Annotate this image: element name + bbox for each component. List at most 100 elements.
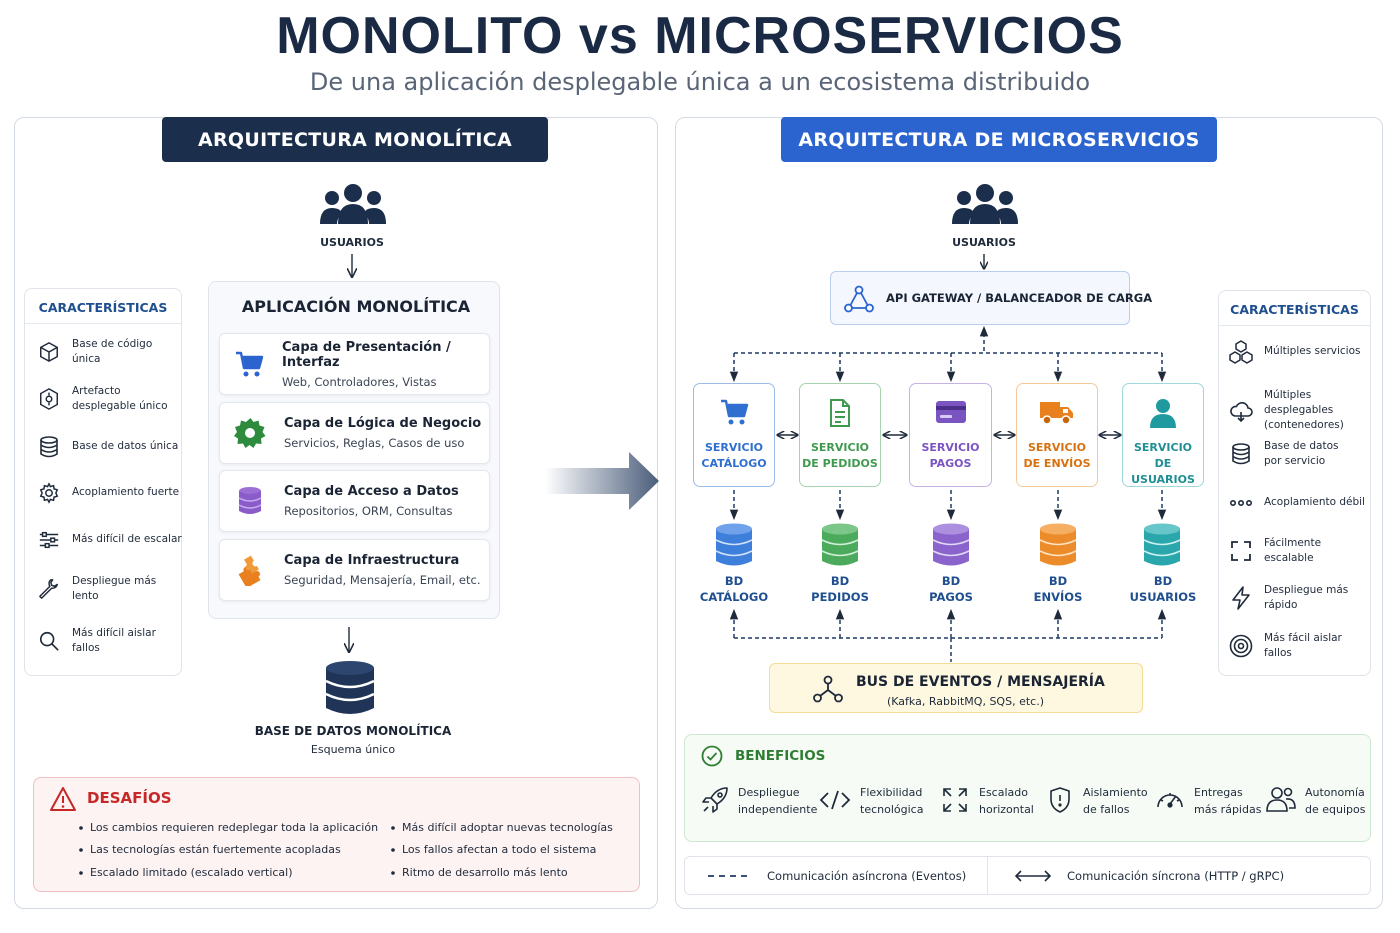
micro-feature-item: Múltiples desplegables (contenedores) <box>1228 388 1371 434</box>
challenges-box <box>33 777 640 892</box>
event-bus-title: BUS DE EVENTOS / MENSAJERÍA <box>856 674 1105 690</box>
micro-feature-item: Acoplamiento débil <box>1228 490 1371 516</box>
cubes-icon <box>1228 339 1254 365</box>
package-icon <box>36 386 62 412</box>
users-icon <box>950 182 1020 228</box>
monolith-arrows <box>0 254 660 933</box>
users-label: USUARIOS <box>320 236 384 249</box>
shield-icon <box>1049 786 1071 814</box>
users-icon <box>318 182 388 228</box>
challenge-item: Los cambios requieren redeplegar toda la… <box>90 821 379 834</box>
search-icon <box>36 628 62 654</box>
microservices-banner: ARQUITECTURA DE MICROSERVICIOS <box>781 117 1217 162</box>
bus-network-icon <box>813 675 843 703</box>
user-icon <box>1123 398 1203 428</box>
challenge-item: Las tecnologías están fuertemente acopla… <box>90 843 341 856</box>
benefits-title: BENEFICIOS <box>735 748 826 764</box>
gear-icon <box>234 417 266 449</box>
api-gateway-box <box>830 271 1130 325</box>
db-payments-icon <box>932 523 970 567</box>
micro-feature-item: Despliegue más rápido <box>1228 583 1371 613</box>
api-gateway-label: API GATEWAY / BALANCEADOR DE CARGA <box>886 291 1153 305</box>
micro-feature-item: Más fácil aislar fallos <box>1228 631 1371 661</box>
users-label: USUARIOS <box>952 236 1016 249</box>
monolith-banner: ARQUITECTURA MONOLÍTICA <box>162 117 548 162</box>
challenge-item: Más difícil adoptar nuevas tecnologías <box>402 821 613 834</box>
db-catalog-icon <box>715 523 753 567</box>
monolith-feature-item: Artefacto desplegable único <box>36 384 182 414</box>
cube-icon <box>36 339 62 365</box>
gear-icon <box>36 480 62 506</box>
layer-presentation: Capa de Presentación / Interfaz Web, Con… <box>219 333 490 395</box>
team-icon <box>1265 785 1297 813</box>
warning-icon <box>49 786 77 812</box>
lightning-icon <box>1228 585 1254 611</box>
dots-icon <box>1228 490 1254 516</box>
rocket-icon <box>701 786 729 814</box>
puzzle-icon <box>234 554 266 586</box>
expand-icon <box>1228 538 1254 564</box>
speedometer-icon <box>1155 787 1185 811</box>
monolith-feature-item: Base de datos única <box>36 434 182 460</box>
database-icon <box>1228 441 1254 467</box>
monolith-feature-item: Más difícil de escalar <box>36 527 182 553</box>
event-bus-sub: (Kafka, RabbitMQ, SQS, etc.) <box>887 695 1044 708</box>
challenge-item: Escalado limitado (escalado vertical) <box>90 866 293 879</box>
truck-icon <box>1017 400 1097 428</box>
monolith-app-title: APLICACIÓN MONOLÍTICA <box>241 297 471 316</box>
micro-feature-item: Base de datos por servicio <box>1228 439 1371 469</box>
async-line-icon <box>708 875 750 877</box>
challenge-item: Ritmo de desarrollo más lento <box>402 866 568 879</box>
monolith-features-card <box>24 288 182 676</box>
monolith-database-title: BASE DE DATOS MONOLÍTICA <box>254 724 452 738</box>
legend-async: Comunicación asíncrona (Eventos) <box>767 869 967 883</box>
layer-business: Capa de Lógica de Negocio Servicios, Reg… <box>219 402 490 464</box>
cart-icon <box>234 348 264 380</box>
monolith-feature-item: Más difícil aislar fallos <box>36 626 182 656</box>
cart-icon <box>694 398 774 428</box>
monolith-features-title: CARACTERÍSTICAS <box>38 300 168 315</box>
database-icon <box>234 485 266 517</box>
target-icon <box>1228 633 1254 659</box>
monolith-database-sub: Esquema único <box>310 743 396 756</box>
monolith-feature-item: Acoplamiento fuerte <box>36 480 182 506</box>
challenge-bullets <box>79 826 395 875</box>
page-subtitle: De una aplicación desplegable única a un… <box>309 68 1091 96</box>
check-circle-icon <box>701 745 723 767</box>
micro-feature-item: Fácilmente escalable <box>1228 536 1371 566</box>
sliders-icon <box>36 527 62 553</box>
db-shipping-icon <box>1039 523 1077 567</box>
credit-card-icon <box>910 400 991 428</box>
wrench-icon <box>36 576 62 602</box>
db-orders-icon <box>821 523 859 567</box>
challenge-item: Los fallos afectan a todo el sistema <box>402 843 597 856</box>
monolith-feature-item: Base de código única <box>36 337 182 367</box>
monolith-database-icon <box>324 660 376 716</box>
code-icon <box>819 789 851 811</box>
challenges-title: DESAFÍOS <box>87 789 172 807</box>
transition-arrow <box>545 452 659 510</box>
sync-arrow-icon <box>1014 870 1052 882</box>
page-title: MONOLITO vs MICROSERVICIOS <box>276 7 1124 65</box>
event-bus-box <box>769 663 1143 713</box>
document-icon <box>800 398 880 428</box>
expand-arrows-icon <box>942 787 968 813</box>
legend-sync: Comunicación síncrona (HTTP / gRPC) <box>1067 869 1285 883</box>
layer-data-access: Capa de Acceso a Datos Repositorios, ORM… <box>219 470 490 532</box>
micro-features-title: CARACTERÍSTICAS <box>1230 302 1359 317</box>
cloud-icon <box>1228 398 1254 424</box>
